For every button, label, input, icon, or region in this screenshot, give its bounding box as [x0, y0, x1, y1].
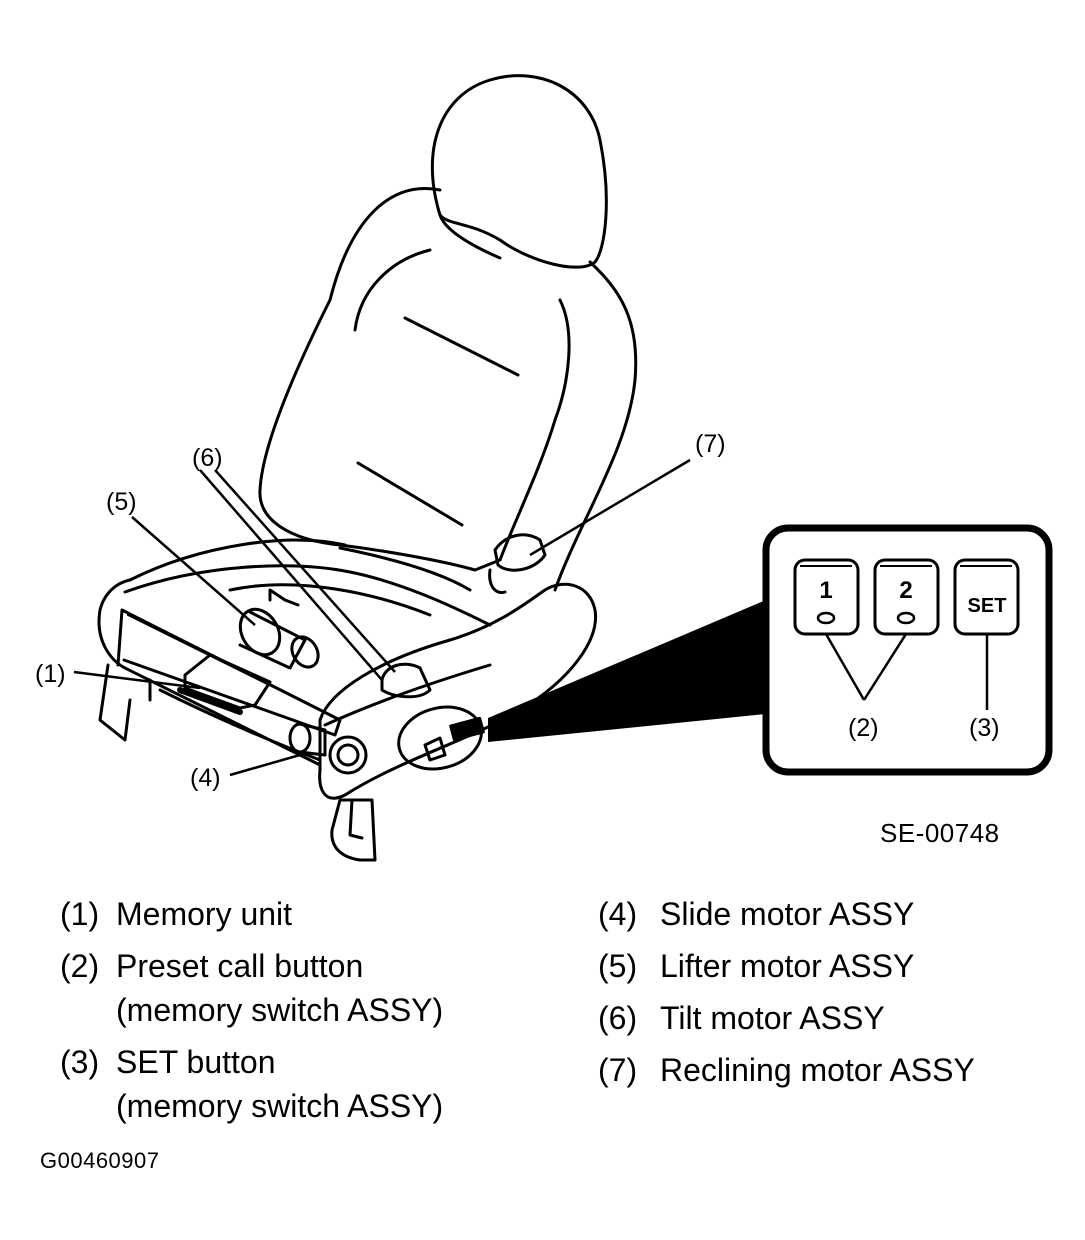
side-knob	[328, 735, 368, 775]
slide-motor-shape	[288, 722, 327, 757]
seat-cushion	[97, 538, 347, 767]
headrest	[430, 74, 608, 269]
side-trim	[318, 582, 598, 800]
rear-leg	[98, 663, 132, 742]
button-2-label: 2	[899, 577, 912, 604]
lifter-motor-shape	[238, 588, 320, 670]
legend-item-5: (5) Lifter motor ASSY	[598, 948, 915, 984]
callout-3: (3)	[969, 714, 1000, 742]
set-button-label: SET	[968, 595, 1007, 617]
tilt-motor-shape	[380, 662, 432, 699]
switch-panel-inset: 1 2 SET (2) (3)	[488, 524, 1053, 776]
legend-item-6: (6) Tilt motor ASSY	[598, 1000, 885, 1036]
legend-item-1: (1) Memory unit	[60, 896, 293, 932]
preset-button-2: 2	[873, 558, 940, 636]
legend-item-4: (4) Slide motor ASSY	[598, 896, 915, 932]
legend-item-3: (3) SET button	[60, 1044, 276, 1080]
legend-left: (1) Memory unit (2) Preset call button (…	[60, 892, 443, 1128]
legend-item-7: (7) Reclining motor ASSY	[598, 1052, 975, 1088]
callout-4: (4)	[190, 764, 221, 792]
button-1-label: 1	[819, 577, 832, 604]
seat-rail	[116, 608, 342, 737]
figure-code: SE-00748	[880, 818, 1000, 848]
recline-motor-shape	[488, 533, 547, 595]
seat-back	[258, 187, 638, 592]
front-leg	[330, 798, 377, 862]
callout-6: (6)	[192, 444, 223, 472]
memory-unit-shape	[183, 653, 272, 710]
legend-item-2-sub: (memory switch ASSY)	[116, 992, 444, 1028]
legend-right: (4) Slide motor ASSY (5) Lifter motor AS…	[598, 892, 975, 1100]
legend-item-3-sub: (memory switch ASSY)	[116, 1088, 444, 1124]
document-code: G00460907	[40, 1148, 160, 1173]
legend-item-2: (2) Preset call button	[60, 948, 364, 984]
callout-1: (1)	[35, 660, 66, 688]
callout-2: (2)	[848, 714, 879, 742]
callout-5: (5)	[106, 488, 137, 516]
callout-7: (7)	[695, 430, 726, 458]
